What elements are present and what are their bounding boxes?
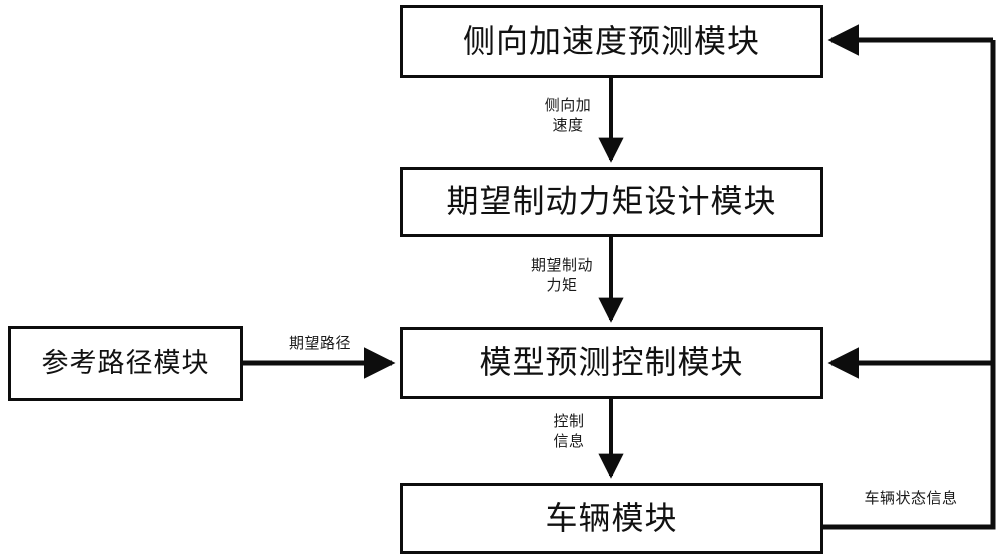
edge-label-desired-path: 期望路径 [288,335,351,352]
node-label: 模型预测控制模块 [479,344,744,381]
node-label: 侧向加速度预测模块 [462,22,760,59]
node-lateral-acceleration-prediction-module[interactable]: 侧向加速度预测模块 [400,5,823,78]
node-reference-path-module[interactable]: 参考路径模块 [8,326,243,401]
edge-label-control-information: 控制 信息 [553,413,585,451]
connector-vehicle-state-feedback-trunk [823,40,996,530]
node-vehicle-module[interactable]: 车辆模块 [400,483,823,554]
edge-label-desired-braking-torque: 期望制动 力矩 [530,257,593,295]
node-desired-braking-torque-design-module[interactable]: 期望制动力矩设计模块 [400,167,823,237]
node-label: 参考路径模块 [41,347,210,378]
node-model-predictive-control-module[interactable]: 模型预测控制模块 [400,327,823,399]
node-label: 车辆模块 [545,499,678,536]
edge-label-lateral-acceleration: 侧向加 速度 [544,97,592,135]
edge-label-vehicle-state-information: 车辆状态信息 [864,490,958,507]
node-label: 期望制动力矩设计模块 [446,183,777,220]
